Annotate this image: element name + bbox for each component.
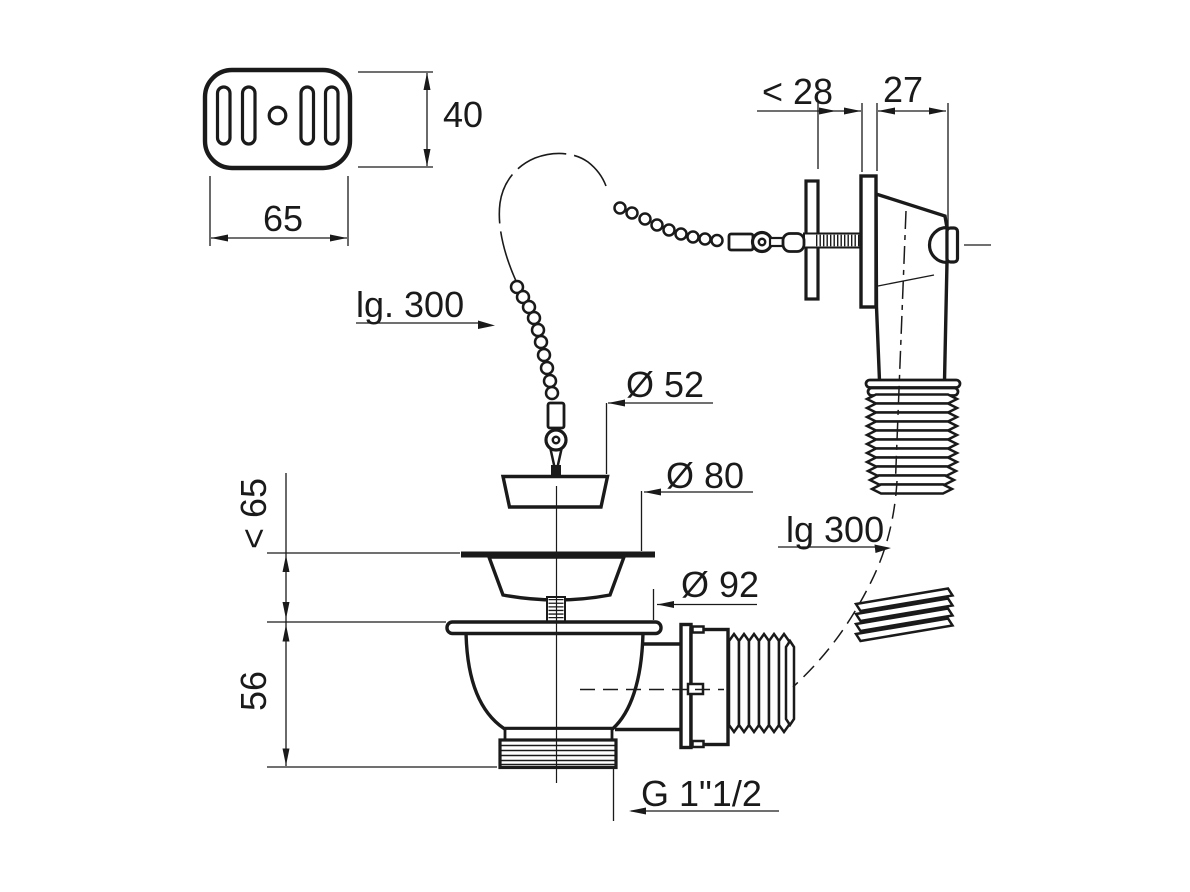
dim-plug-diameter: Ø 52 <box>626 364 704 405</box>
overflow-knob-cap <box>945 226 960 264</box>
hose-length-label: lg 300 <box>786 509 884 550</box>
overflow-clamp-plate <box>859 174 878 309</box>
side-outlet-threads <box>727 631 796 735</box>
dim-flange-diameter: Ø 92 <box>681 564 759 605</box>
dim-max-deck-thickness: < 65 <box>233 478 274 549</box>
dimension-lines <box>209 71 949 821</box>
drain-bowl <box>464 630 645 731</box>
pop-up-chain-upper <box>498 152 806 282</box>
grille-slot <box>240 85 257 146</box>
dim-grille-height: 40 <box>443 94 483 135</box>
overflow-fitting <box>803 174 962 495</box>
outlet-thread-body <box>498 738 618 770</box>
sink-strainer-assembly <box>445 551 796 770</box>
dim-body-height: 56 <box>233 671 274 711</box>
overflow-grille-plate <box>202 67 353 171</box>
grille-slot <box>299 85 316 146</box>
outlet-thread-label: G 1"1/2 <box>641 773 762 814</box>
dim-overflow-projection: 27 <box>883 69 923 110</box>
grille-center-hole <box>267 105 288 126</box>
rubber-plug <box>500 474 610 509</box>
overflow-knob <box>927 225 949 265</box>
strainer-flange <box>461 551 655 558</box>
grille-slot <box>323 85 340 146</box>
dim-strainer-diameter: Ø 80 <box>666 455 744 496</box>
dim-wall-clearance: < 28 <box>762 71 833 112</box>
grille-slot <box>215 85 232 146</box>
flexible-hose-segment <box>853 587 955 643</box>
chain-clevis <box>781 232 806 253</box>
chain-connector <box>727 232 755 252</box>
dim-grille-width: 65 <box>263 198 303 239</box>
center-lines <box>555 210 991 783</box>
overflow-bellows <box>864 393 960 495</box>
plug-stem <box>551 465 561 477</box>
outlet-rim <box>503 727 614 742</box>
plug-chain-connector <box>546 401 566 430</box>
basket-plug-and-chain <box>500 279 610 509</box>
chain-length-label: lg. 300 <box>356 284 464 325</box>
body-flange <box>445 620 663 636</box>
